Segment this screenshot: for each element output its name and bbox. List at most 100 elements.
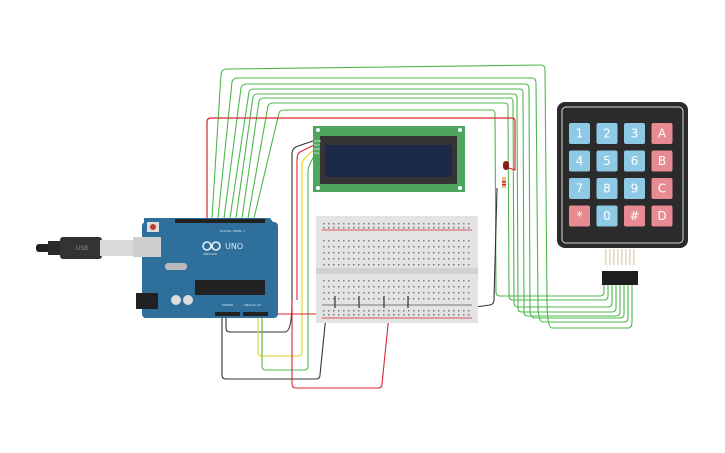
key-star[interactable]: * <box>569 205 590 227</box>
breadboard-hole[interactable] <box>438 310 440 312</box>
breadboard-hole[interactable] <box>433 252 435 254</box>
breadboard-hole[interactable] <box>373 223 375 225</box>
breadboard-hole[interactable] <box>423 314 425 316</box>
breadboard-hole[interactable] <box>438 280 440 282</box>
breadboard-hole[interactable] <box>338 252 340 254</box>
breadboard-hole[interactable] <box>388 280 390 282</box>
breadboard-hole[interactable] <box>398 292 400 294</box>
breadboard-hole[interactable] <box>333 310 335 312</box>
breadboard-hole[interactable] <box>403 252 405 254</box>
breadboard-hole[interactable] <box>468 286 470 288</box>
breadboard-hole[interactable] <box>353 264 355 266</box>
breadboard-hole[interactable] <box>458 246 460 248</box>
breadboard-hole[interactable] <box>388 258 390 260</box>
breadboard-hole[interactable] <box>453 292 455 294</box>
wire-lcd-gnd[interactable] <box>225 139 317 333</box>
breadboard-hole[interactable] <box>433 292 435 294</box>
breadboard-hole[interactable] <box>373 258 375 260</box>
breadboard-hole[interactable] <box>438 292 440 294</box>
breadboard-hole[interactable] <box>363 286 365 288</box>
breadboard-hole[interactable] <box>398 280 400 282</box>
breadboard-hole[interactable] <box>398 252 400 254</box>
breadboard-hole[interactable] <box>328 227 330 229</box>
breadboard-hole[interactable] <box>448 264 450 266</box>
breadboard-hole[interactable] <box>453 252 455 254</box>
breadboard-hole[interactable] <box>408 292 410 294</box>
breadboard-hole[interactable] <box>338 314 340 316</box>
breadboard-hole[interactable] <box>468 264 470 266</box>
breadboard-hole[interactable] <box>373 246 375 248</box>
breadboard-hole[interactable] <box>413 240 415 242</box>
breadboard-hole[interactable] <box>423 286 425 288</box>
breadboard-hole[interactable] <box>393 280 395 282</box>
breadboard-hole[interactable] <box>448 246 450 248</box>
breadboard-hole[interactable] <box>398 246 400 248</box>
breadboard-hole[interactable] <box>408 252 410 254</box>
breadboard-hole[interactable] <box>398 286 400 288</box>
breadboard-hole[interactable] <box>343 258 345 260</box>
wire-keypad-2[interactable] <box>217 77 629 323</box>
breadboard-hole[interactable] <box>358 310 360 312</box>
breadboard-hole[interactable] <box>393 258 395 260</box>
breadboard-hole[interactable] <box>428 292 430 294</box>
wire-keypad-4[interactable] <box>229 88 621 317</box>
breadboard[interactable] <box>316 216 478 323</box>
breadboard-hole[interactable] <box>353 223 355 225</box>
breadboard-hole[interactable] <box>388 252 390 254</box>
breadboard-hole[interactable] <box>368 310 370 312</box>
breadboard-hole[interactable] <box>323 298 325 300</box>
breadboard-hole[interactable] <box>338 286 340 288</box>
breadboard-hole[interactable] <box>438 264 440 266</box>
breadboard-hole[interactable] <box>328 223 330 225</box>
breadboard-hole[interactable] <box>363 310 365 312</box>
breadboard-hole[interactable] <box>343 292 345 294</box>
breadboard-hole[interactable] <box>468 314 470 316</box>
breadboard-hole[interactable] <box>418 314 420 316</box>
breadboard-hole[interactable] <box>373 292 375 294</box>
breadboard-hole[interactable] <box>323 240 325 242</box>
breadboard-hole[interactable] <box>403 240 405 242</box>
breadboard-hole[interactable] <box>423 310 425 312</box>
breadboard-hole[interactable] <box>328 252 330 254</box>
breadboard-hole[interactable] <box>443 264 445 266</box>
breadboard-hole[interactable] <box>428 280 430 282</box>
breadboard-hole[interactable] <box>358 223 360 225</box>
breadboard-hole[interactable] <box>333 258 335 260</box>
breadboard-hole[interactable] <box>463 314 465 316</box>
breadboard-hole[interactable] <box>333 252 335 254</box>
breadboard-hole[interactable] <box>413 258 415 260</box>
breadboard-hole[interactable] <box>353 292 355 294</box>
breadboard-hole[interactable] <box>458 240 460 242</box>
breadboard-hole[interactable] <box>383 310 385 312</box>
breadboard-hole[interactable] <box>433 240 435 242</box>
breadboard-hole[interactable] <box>383 264 385 266</box>
breadboard-hole[interactable] <box>413 298 415 300</box>
breadboard-hole[interactable] <box>433 298 435 300</box>
breadboard-hole[interactable] <box>398 314 400 316</box>
breadboard-hole[interactable] <box>373 286 375 288</box>
breadboard-hole[interactable] <box>433 314 435 316</box>
breadboard-hole[interactable] <box>463 227 465 229</box>
breadboard-hole[interactable] <box>428 258 430 260</box>
breadboard-hole[interactable] <box>323 292 325 294</box>
breadboard-hole[interactable] <box>358 252 360 254</box>
breadboard-hole[interactable] <box>358 286 360 288</box>
breadboard-hole[interactable] <box>383 227 385 229</box>
breadboard-hole[interactable] <box>358 292 360 294</box>
wire-5v-breadboard[interactable] <box>291 300 390 389</box>
breadboard-hole[interactable] <box>428 286 430 288</box>
breadboard-hole[interactable] <box>428 298 430 300</box>
breadboard-hole[interactable] <box>338 258 340 260</box>
breadboard-hole[interactable] <box>418 280 420 282</box>
key-b[interactable]: B <box>651 150 673 172</box>
breadboard-hole[interactable] <box>433 223 435 225</box>
breadboard-hole[interactable] <box>338 280 340 282</box>
breadboard-hole[interactable] <box>368 246 370 248</box>
breadboard-hole[interactable] <box>368 314 370 316</box>
breadboard-hole[interactable] <box>393 246 395 248</box>
breadboard-hole[interactable] <box>453 264 455 266</box>
breadboard-hole[interactable] <box>453 223 455 225</box>
breadboard-hole[interactable] <box>413 252 415 254</box>
breadboard-hole[interactable] <box>453 280 455 282</box>
wire-red-top[interactable] <box>206 117 516 218</box>
